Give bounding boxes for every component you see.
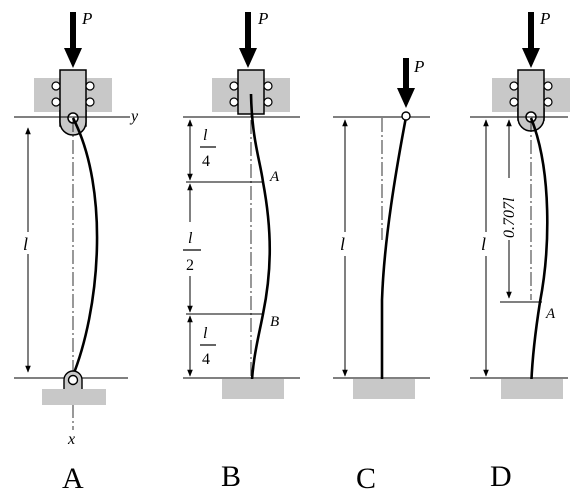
svg-text:l: l [203,325,208,342]
point-b-label: B [270,314,279,330]
bottom-pin-support [42,370,106,405]
buckled-column [380,116,408,398]
length-label: l [340,234,345,254]
x-axis-label: x [67,431,75,448]
top-fixed-support [212,69,290,115]
length-label: l [481,234,486,254]
svg-text:l: l [203,127,208,144]
fraction-bottom: l 4 [198,320,218,370]
bottom-fixed-support [501,379,563,399]
point-a-label: A [269,169,280,185]
svg-text:4: 4 [202,153,210,170]
load-label: P [539,9,550,28]
partial-length-label: 0.707l [501,197,518,238]
load-arrow [522,12,540,68]
caption-b: B [221,460,241,493]
figure-c: P l [333,57,430,399]
svg-text:l: l [188,230,193,247]
caption-c: C [356,462,376,495]
buckled-column [529,117,549,399]
length-label: l [23,234,28,254]
figure-d: P l 0.707l A [470,9,570,399]
buckled-column [70,117,99,379]
fraction-top: l 4 [198,122,218,170]
fraction-middle: l 2 [182,222,204,276]
load-arrow [64,12,82,68]
bottom-fixed-support [353,379,415,399]
caption-d: D [490,460,512,493]
svg-text:2: 2 [186,257,194,274]
top-roller-support [492,69,570,132]
point-a-label: A [545,306,556,322]
bottom-fixed-support [222,379,284,399]
load-arrow [239,12,257,68]
svg-text:4: 4 [202,351,210,368]
buckled-column [249,93,272,399]
load-label: P [257,9,268,28]
figure-a: P y l x [14,9,139,448]
load-label: P [81,9,92,28]
load-label: P [413,57,424,76]
load-arrow [397,58,415,108]
free-end-node [401,111,411,121]
caption-a: A [62,462,84,495]
figure-b: P A B l 4 l [182,9,300,399]
y-axis-label: y [129,108,139,125]
